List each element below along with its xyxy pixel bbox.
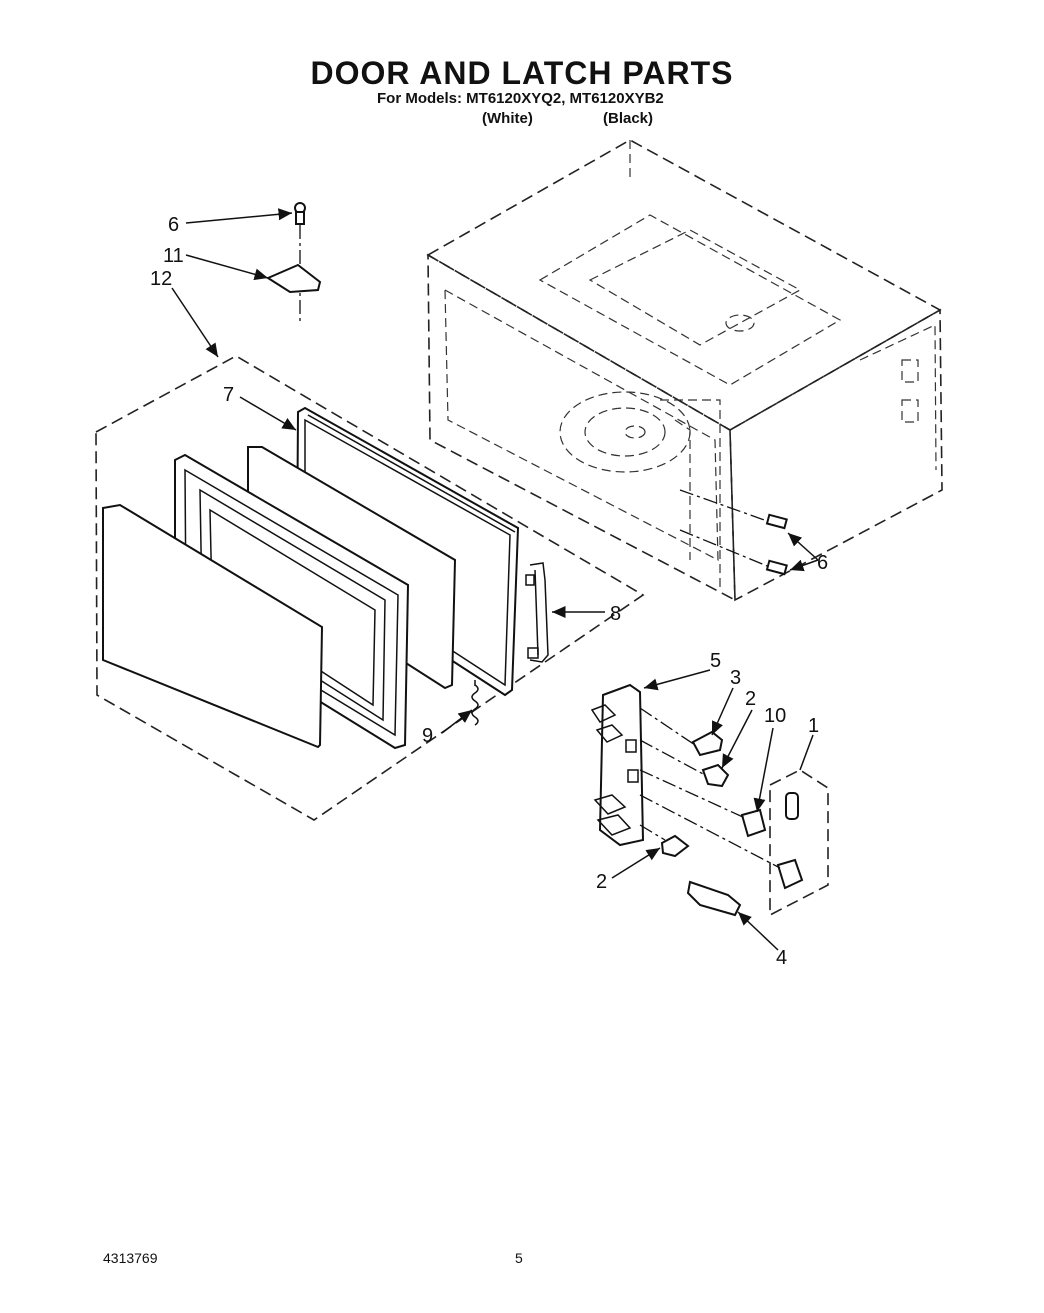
switch-kit-part-1 <box>769 769 829 917</box>
callout-2-lower: 2 <box>596 871 607 893</box>
microwave-cavity-outline <box>426 139 943 602</box>
variant-black-label: (Black) <box>603 110 654 127</box>
switch-part-2-upper <box>701 763 730 788</box>
callout-5: 5 <box>710 650 721 672</box>
callout-8: 8 <box>610 603 621 625</box>
models-subtitle: For Models: MT6120XYQ2, MT6120XYB2 <box>377 90 664 107</box>
spring-part-9 <box>471 680 479 726</box>
callout-12: 12 <box>150 268 172 290</box>
door-front-glass <box>102 503 324 749</box>
switch-part-2-lower <box>660 834 690 858</box>
callout-leaders <box>171 208 819 951</box>
latch-bracket-part-5 <box>590 683 645 847</box>
exploded-view-lines <box>639 707 781 869</box>
latch-hook-part-8 <box>525 562 549 663</box>
callout-6-top: 6 <box>168 214 179 236</box>
latch-lever-part-3 <box>691 730 724 757</box>
door-assembly-group <box>95 355 645 821</box>
page-number: 5 <box>515 1250 523 1266</box>
page-title: DOOR AND LATCH PARTS <box>310 55 734 91</box>
screws-part-6-right <box>679 489 788 576</box>
callout-10: 10 <box>764 705 786 727</box>
callout-7: 7 <box>223 384 234 406</box>
callout-2-upper: 2 <box>745 688 756 710</box>
callout-3: 3 <box>730 667 741 689</box>
screw-part-6-top <box>294 202 306 322</box>
hinge-part-11 <box>265 263 322 294</box>
document-number: 4313769 <box>103 1250 158 1266</box>
callout-9: 9 <box>422 725 433 747</box>
callout-11: 11 <box>163 245 184 267</box>
callout-6-right: 6 <box>817 552 828 574</box>
variant-white-label: (White) <box>482 110 533 127</box>
callout-1: 1 <box>808 715 819 737</box>
callout-4: 4 <box>776 947 787 969</box>
switch-part-10 <box>740 808 767 838</box>
actuator-part-4 <box>686 880 742 917</box>
